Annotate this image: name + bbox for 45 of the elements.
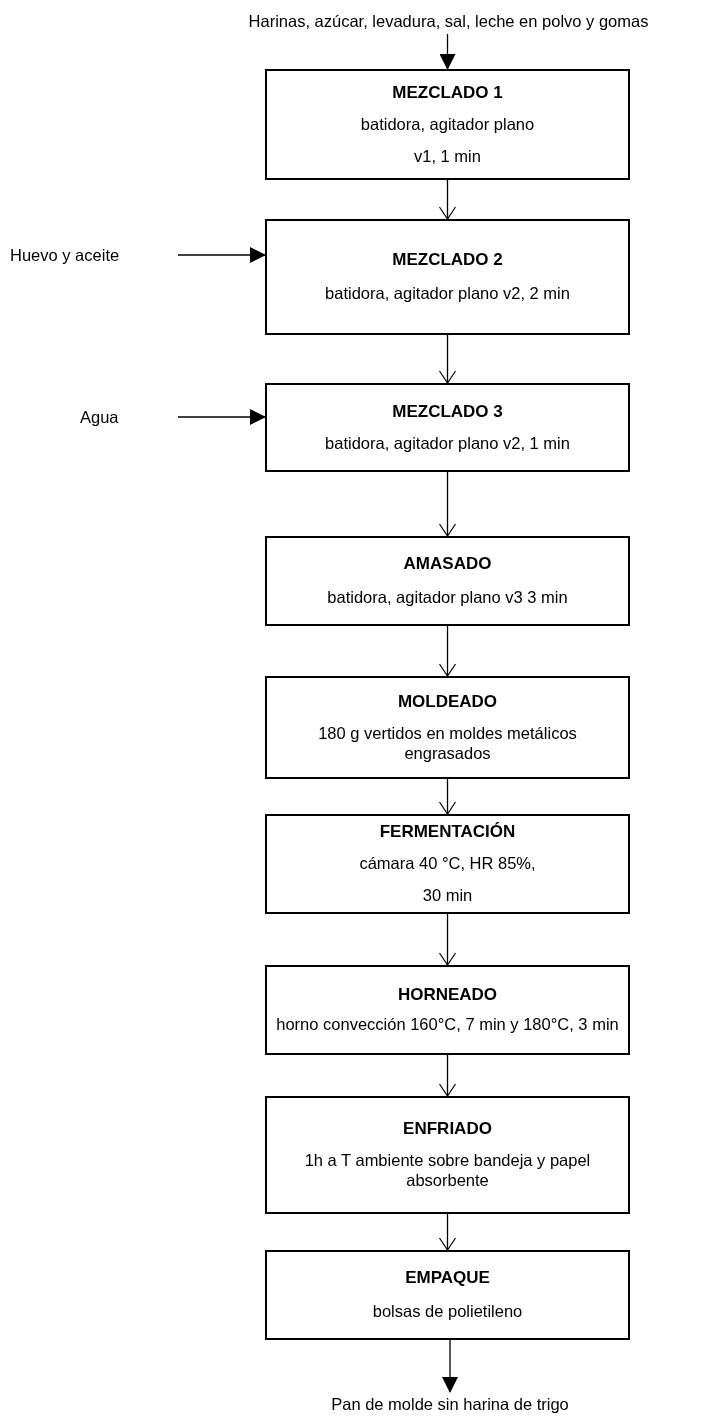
- step-description: 1h a T ambiente sobre bandeja y papel absorbente: [303, 1151, 592, 1191]
- input-label: Harinas, azúcar, levadura, sal, leche en polvo y gomas: [248, 11, 649, 31]
- step-title: AMASADO: [403, 554, 492, 575]
- input-label: Agua: [80, 407, 119, 427]
- step-description: bolsas de polietileno: [372, 1302, 523, 1322]
- process-box: [265, 383, 630, 472]
- step-description: cámara 40 °C, HR 85%,: [359, 854, 536, 874]
- arrow: [438, 471, 457, 537]
- arrow: [438, 913, 457, 966]
- step-description: batidora, agitador plano v2, 1 min: [325, 433, 570, 454]
- step-description: v1, 1 min: [414, 146, 481, 167]
- step-description: batidora, agitador plano v2, 2 min: [325, 284, 570, 304]
- step-title: MEZCLADO 1: [392, 82, 503, 103]
- step-description: batidora, agitador plano: [360, 114, 535, 135]
- process-box: [265, 1096, 630, 1214]
- arrow: [177, 247, 266, 263]
- arrow: [439, 33, 456, 70]
- arrow: [442, 1339, 458, 1393]
- arrow: [438, 179, 457, 220]
- step-title: ENFRIADO: [403, 1119, 492, 1140]
- process-box: [265, 965, 630, 1055]
- arrow: [438, 334, 457, 384]
- process-box: [265, 1250, 630, 1340]
- step-description: batidora, agitador plano v3 3 min: [327, 588, 568, 608]
- input-label: Pan de molde sin harina de trigo: [331, 1394, 569, 1414]
- step-title: MEZCLADO 3: [392, 401, 503, 422]
- input-label: Huevo y aceite: [10, 245, 120, 265]
- process-box: [265, 219, 630, 335]
- step-title: HORNEADO: [397, 985, 498, 1006]
- process-box: [265, 676, 630, 779]
- step-title: MOLDEADO: [397, 691, 498, 712]
- step-description: horno convección 160°C, 7 min y 180°C, 3 min: [276, 1015, 619, 1035]
- arrow: [438, 625, 457, 677]
- process-box: [265, 536, 630, 626]
- step-title: MEZCLADO 2: [392, 250, 503, 271]
- step-title: FERMENTACIÓN: [379, 822, 516, 843]
- arrow: [177, 409, 266, 425]
- arrow: [438, 1054, 457, 1097]
- step-description: 180 g vertidos en moldes metálicos engrasados: [317, 723, 578, 764]
- process-box: [265, 814, 630, 914]
- process-box: [265, 69, 630, 180]
- step-description: 30 min: [422, 886, 473, 906]
- arrow: [438, 1213, 457, 1251]
- step-title: EMPAQUE: [405, 1268, 490, 1289]
- arrow: [438, 778, 457, 815]
